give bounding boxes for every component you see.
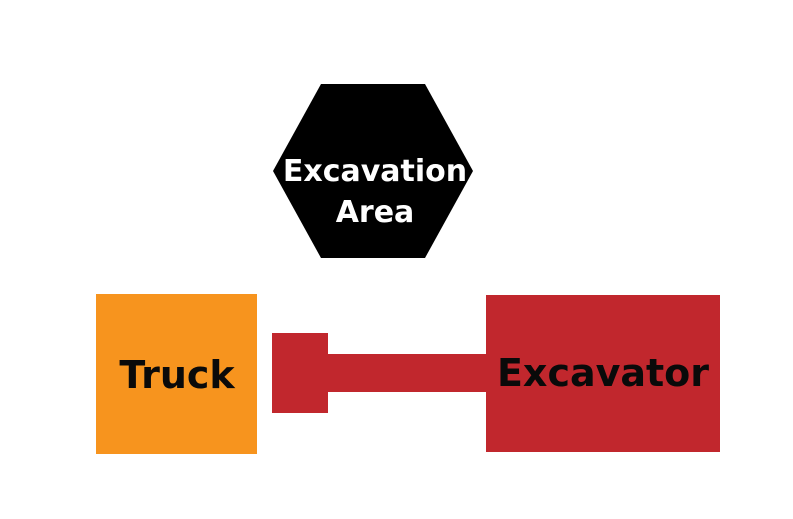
excavator-body xyxy=(486,295,720,452)
excavator-arm xyxy=(326,354,490,392)
excavation-area-label-line2: Area xyxy=(336,195,415,230)
excavation-area-node: Excavation Area xyxy=(273,84,473,258)
excavator-bucket xyxy=(272,333,328,413)
excavator-node: Excavator xyxy=(272,295,720,452)
excavator-label: Excavator xyxy=(497,351,709,395)
truck-label: Truck xyxy=(119,353,235,397)
excavation-area-hexagon xyxy=(273,84,473,258)
truck-node: Truck xyxy=(96,294,257,454)
excavation-area-label-line1: Excavation xyxy=(283,154,467,189)
truck-box xyxy=(96,294,257,454)
